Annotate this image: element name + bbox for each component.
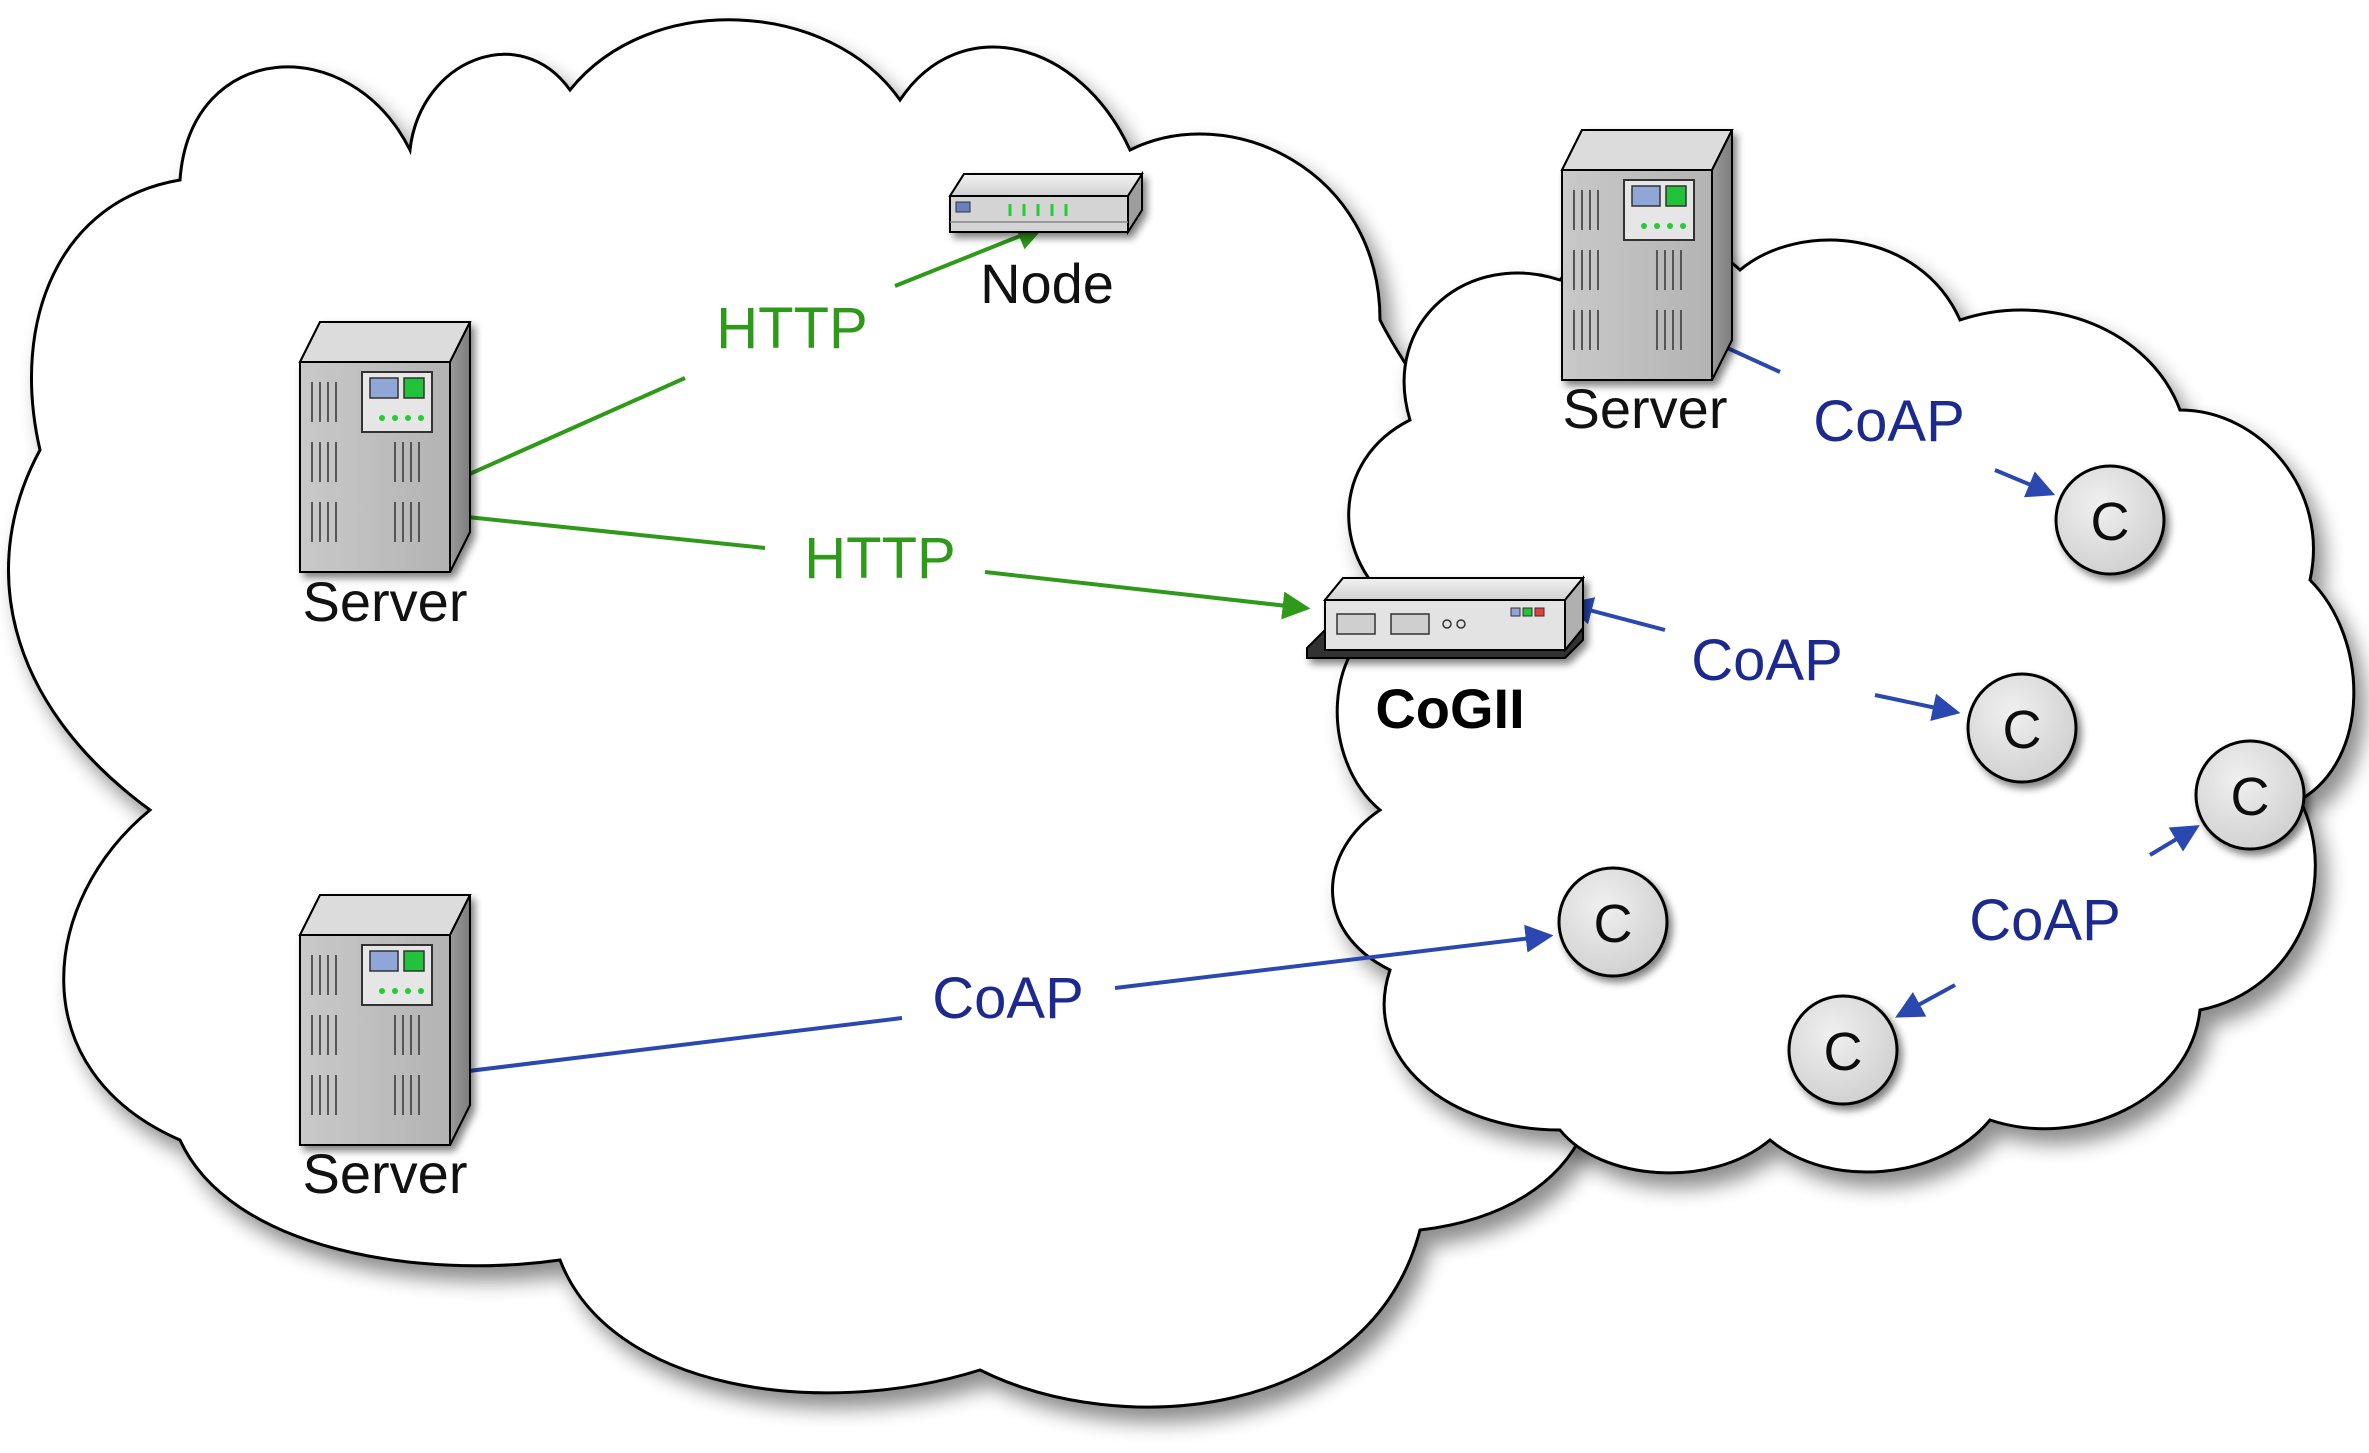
client-label: C [1824,1022,1863,1082]
edge-label-coap-server-right: CoAP [1813,389,1965,454]
gateway-icon [1306,577,1584,659]
client-circle [2194,739,2306,851]
client-node: C [1966,672,2078,784]
client-label: C [2091,492,2130,552]
client-node: C [1557,866,1669,978]
client-label: C [2231,767,2270,827]
edge-label-coap-cogii: CoAP [1691,628,1843,693]
server-label: Server [303,1142,468,1205]
edge-label-coap-server-bottom: CoAP [932,966,1084,1031]
server-label: Server [1563,377,1728,440]
client-circle [1787,994,1899,1106]
server-icon [1561,129,1733,381]
server-icon [299,321,471,573]
client-circle [1966,672,2078,784]
client-label: C [2003,700,2042,760]
node-label: Node [980,252,1114,315]
switch-icon [948,172,1144,234]
server-label: Server [303,570,468,633]
cogii-label: CoGII [1375,677,1524,740]
server-bottom-left: Server [299,894,471,1205]
client-circle [1557,866,1669,978]
edge-label-http-node: HTTP [716,296,867,361]
client-node: C [2054,464,2166,576]
server-icon [299,894,471,1146]
edge-coap-server-bottom [389,924,1554,1092]
client-circle [2054,464,2166,576]
edge-coap-cogii [1564,597,1961,722]
cogii-gateway: CoGII [1306,577,1584,740]
edge-coap-clients [1895,825,2200,1018]
server-right: Server [1561,129,1733,440]
edge-label-http-cogii: HTTP [804,526,955,591]
client-node: C [2194,739,2306,851]
node-device: Node [948,172,1144,315]
edge-label-coap-clients: CoAP [1969,888,2121,953]
server-top-left: Server [299,321,471,633]
client-label: C [1594,894,1633,954]
client-node: C [1787,994,1899,1106]
